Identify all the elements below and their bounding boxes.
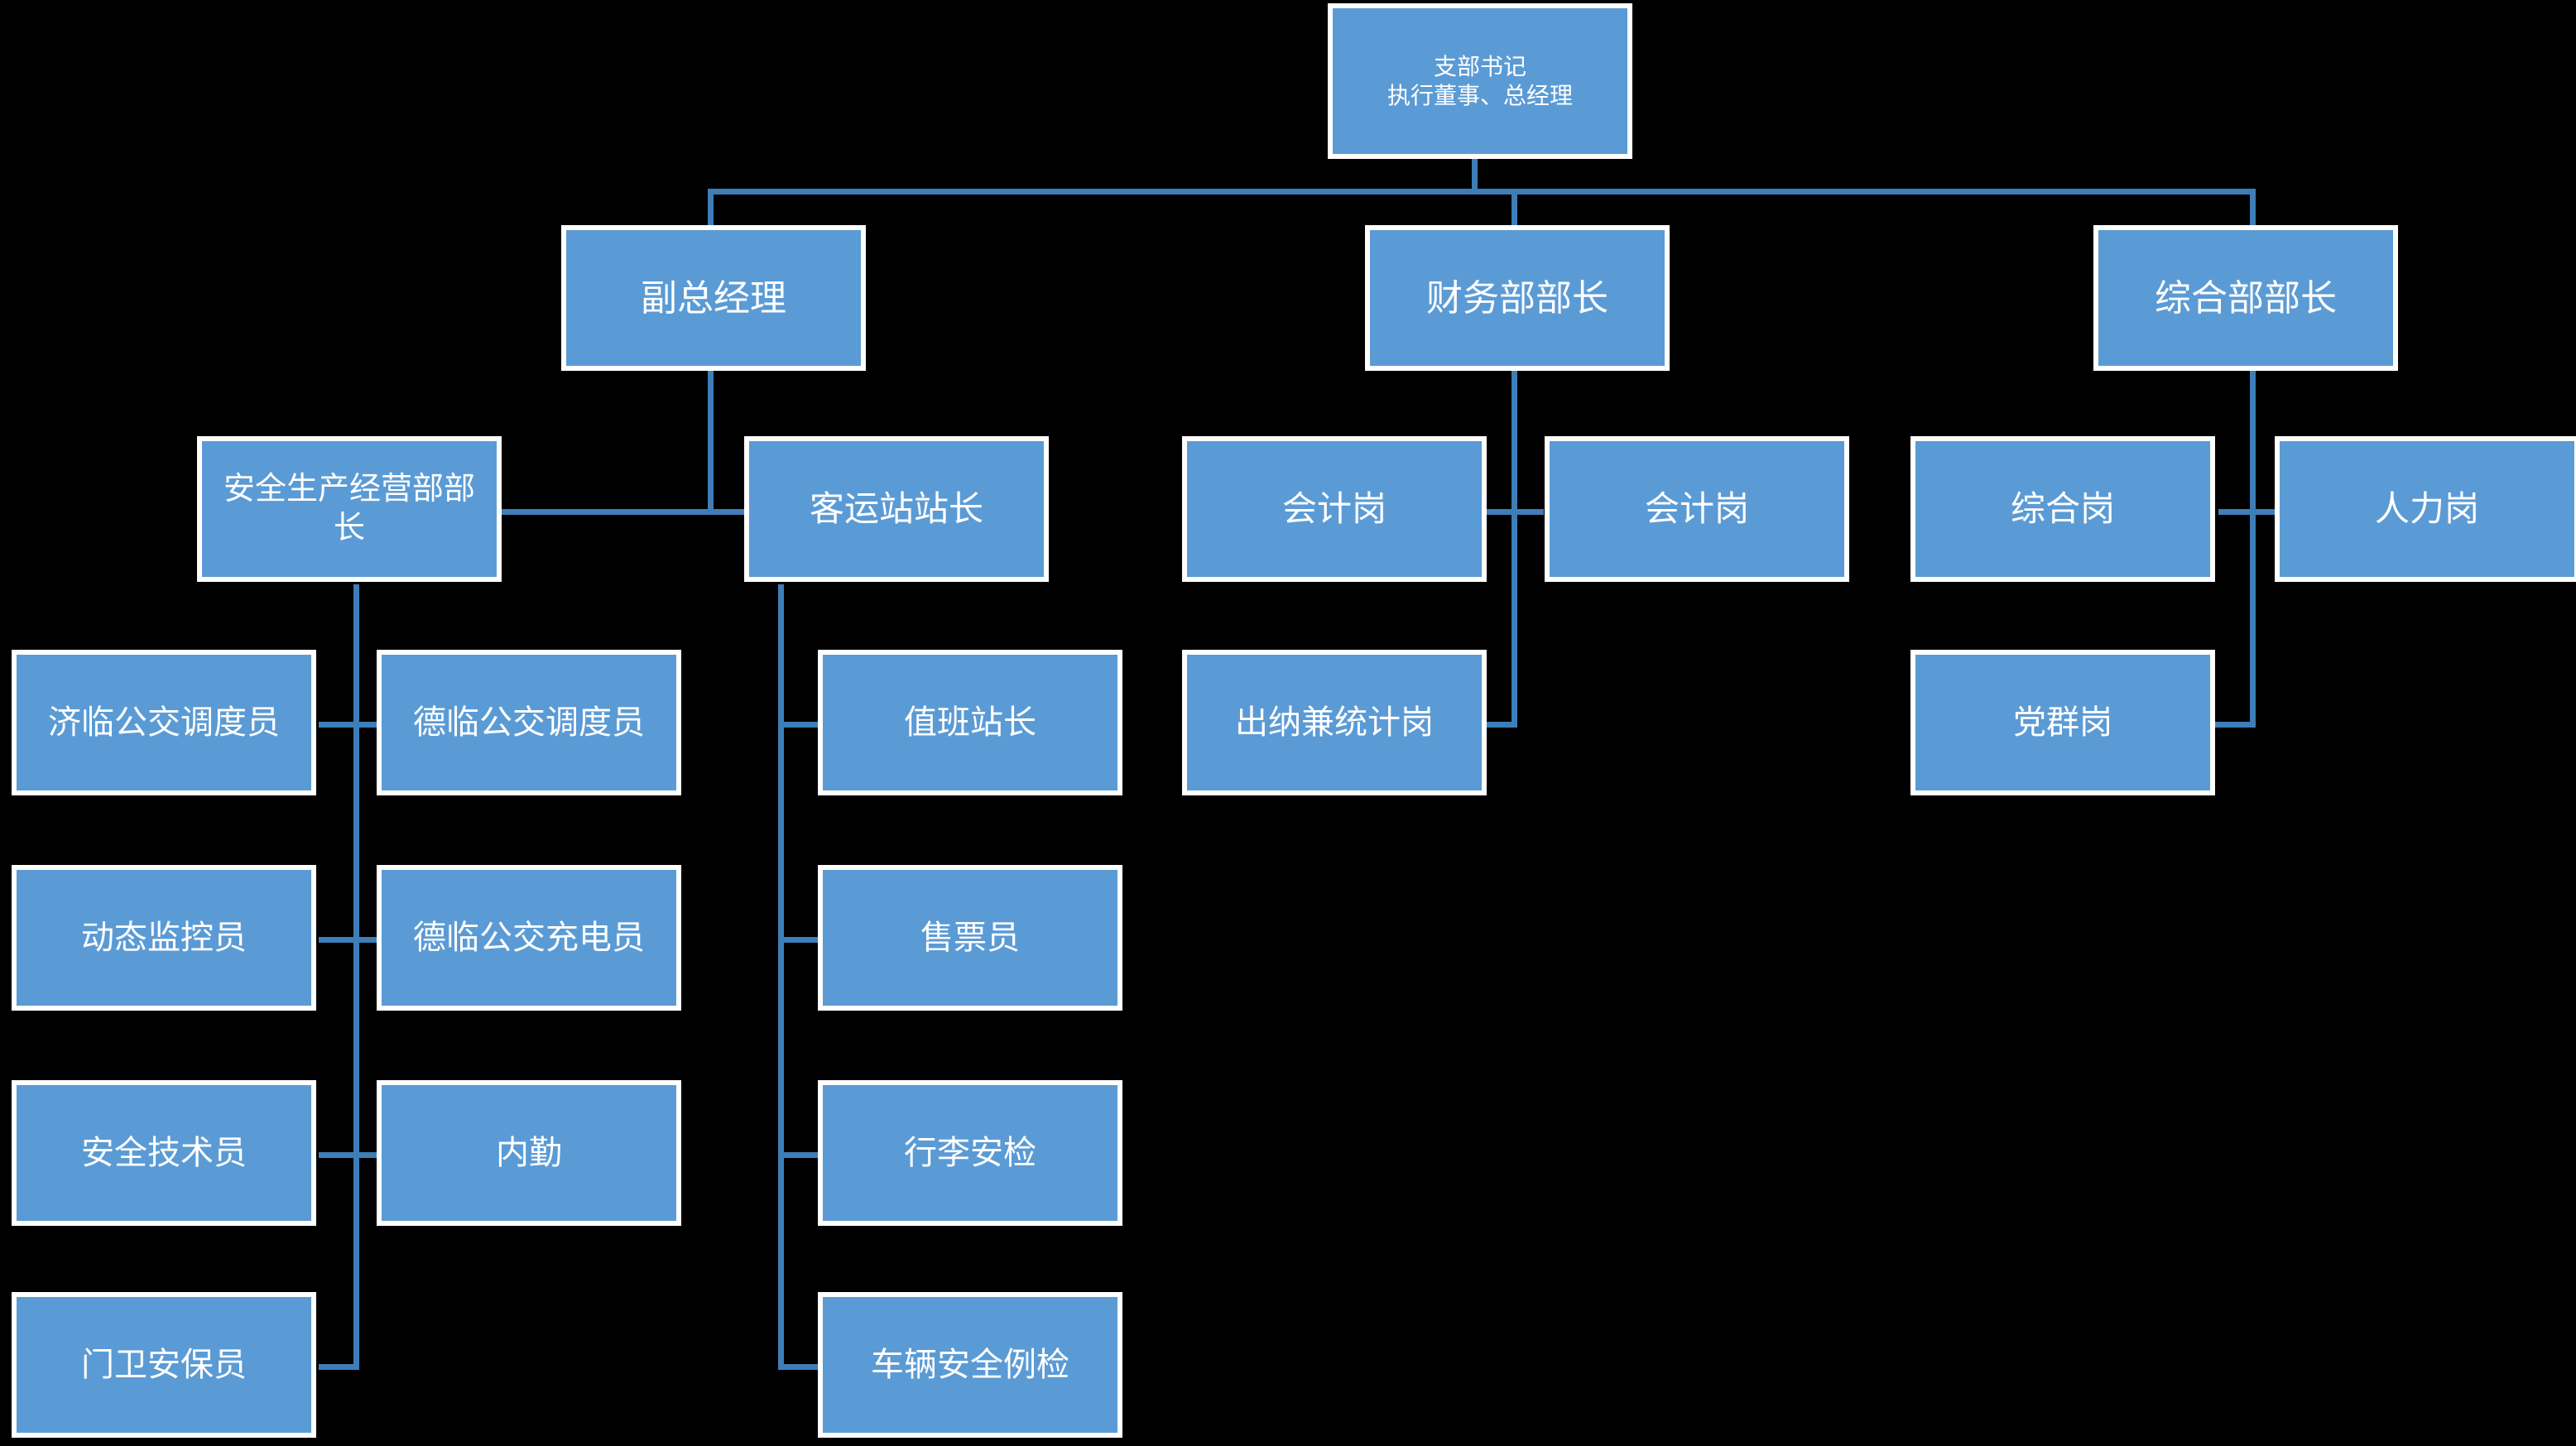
node-finance-head[interactable]: 财务部部长 xyxy=(1365,225,1670,371)
node-root[interactable]: 支部书记 执行董事、总经理 xyxy=(1328,3,1632,159)
connector-safety-row1-right xyxy=(353,722,399,728)
node-label: 值班站长 xyxy=(904,704,1036,741)
node-gate-security[interactable]: 门卫安保员 xyxy=(12,1292,316,1438)
connector-station-spine xyxy=(778,584,784,1369)
connector-level2-bus xyxy=(708,189,2256,195)
connector-drop-deputy-gm xyxy=(708,189,714,232)
connector-general-spine xyxy=(2250,371,2256,727)
node-label: 党群岗 xyxy=(2013,704,2112,741)
node-ticket-seller[interactable]: 售票员 xyxy=(818,865,1122,1011)
root-line1: 支部书记 xyxy=(1433,54,1526,79)
node-dynamic-monitor[interactable]: 动态监控员 xyxy=(12,865,316,1011)
connector-safety-row4-left xyxy=(319,1364,359,1370)
connector-station-row4-arm xyxy=(778,1364,819,1370)
node-jilin-dispatcher[interactable]: 济临公交调度员 xyxy=(12,650,316,795)
connector-drop-finance-head xyxy=(1511,189,1517,232)
node-label: 综合部部长 xyxy=(2155,277,2337,319)
node-label: 济临公交调度员 xyxy=(48,704,280,741)
connector-deputy-to-station xyxy=(708,509,749,515)
node-label: 出纳兼统计岗 xyxy=(1235,704,1434,741)
connector-safety-row2-right xyxy=(353,937,399,943)
node-label: 行李安检 xyxy=(904,1135,1036,1171)
node-label: 客运站站长 xyxy=(809,488,983,528)
connector-safety-row2-left xyxy=(319,937,359,943)
connector-safety-row3-left xyxy=(319,1152,359,1158)
node-label: 门卫安保员 xyxy=(81,1347,247,1383)
node-deputy-gm[interactable]: 副总经理 xyxy=(561,225,866,371)
connector-finance-accountants-arm xyxy=(1486,509,1544,515)
connector-deputy-to-safety xyxy=(497,509,714,515)
node-safety-technician[interactable]: 安全技术员 xyxy=(12,1080,316,1226)
node-baggage-security[interactable]: 行李安检 xyxy=(818,1080,1122,1226)
node-office-clerk[interactable]: 内勤 xyxy=(377,1080,681,1226)
connector-safety-row1-left xyxy=(319,722,359,728)
connector-general-posts-arm xyxy=(2218,509,2285,515)
node-safety-dept-head[interactable]: 安全生产经营部部长 xyxy=(197,436,502,582)
node-accountant-1[interactable]: 会计岗 xyxy=(1182,436,1487,582)
node-label: 售票员 xyxy=(920,920,1020,956)
node-label: 财务部部长 xyxy=(1426,277,1608,319)
node-delin-charger[interactable]: 德临公交充电员 xyxy=(377,865,681,1011)
node-bus-station-master[interactable]: 客运站站长 xyxy=(744,436,1049,582)
connector-station-row2-arm xyxy=(778,937,819,943)
node-duty-station-master[interactable]: 值班站长 xyxy=(818,650,1122,795)
node-general-affairs-head[interactable]: 综合部部长 xyxy=(2093,225,2398,371)
node-label: 副总经理 xyxy=(641,277,786,319)
connector-safety-row3-right xyxy=(353,1152,399,1158)
connector-finance-spine xyxy=(1511,371,1517,727)
connector-deputy-gm-spine xyxy=(708,371,714,512)
node-general-post[interactable]: 综合岗 xyxy=(1910,436,2215,582)
connector-safety-spine xyxy=(353,584,359,1369)
connector-drop-general-affairs-head xyxy=(2250,189,2256,232)
node-label: 动态监控员 xyxy=(81,920,247,956)
node-label: 德临公交调度员 xyxy=(413,704,645,741)
node-vehicle-inspection[interactable]: 车辆安全例检 xyxy=(818,1292,1122,1438)
node-label: 会计岗 xyxy=(1281,488,1387,528)
node-hr-post[interactable]: 人力岗 xyxy=(2275,436,2576,582)
node-label: 德临公交充电员 xyxy=(413,920,645,956)
node-label: 综合岗 xyxy=(2010,488,2115,528)
node-accountant-2[interactable]: 会计岗 xyxy=(1545,436,1849,582)
node-party-mass-post[interactable]: 党群岗 xyxy=(1910,650,2215,795)
node-label: 人力岗 xyxy=(2374,488,2479,528)
node-label: 内勤 xyxy=(496,1135,562,1171)
node-cashier-statistics[interactable]: 出纳兼统计岗 xyxy=(1182,650,1487,795)
node-label: 车辆安全例检 xyxy=(871,1347,1069,1383)
connector-station-row1-arm xyxy=(778,722,819,728)
node-label: 安全技术员 xyxy=(81,1135,247,1171)
connector-station-row3-arm xyxy=(778,1152,819,1158)
node-delin-dispatcher[interactable]: 德临公交调度员 xyxy=(377,650,681,795)
node-label: 会计岗 xyxy=(1644,488,1749,528)
connector-root-stem xyxy=(1472,159,1478,192)
root-line2: 执行董事、总经理 xyxy=(1387,83,1573,108)
node-label: 安全生产经营部部长 xyxy=(223,471,475,546)
connector-general-party-arm xyxy=(2185,722,2256,728)
